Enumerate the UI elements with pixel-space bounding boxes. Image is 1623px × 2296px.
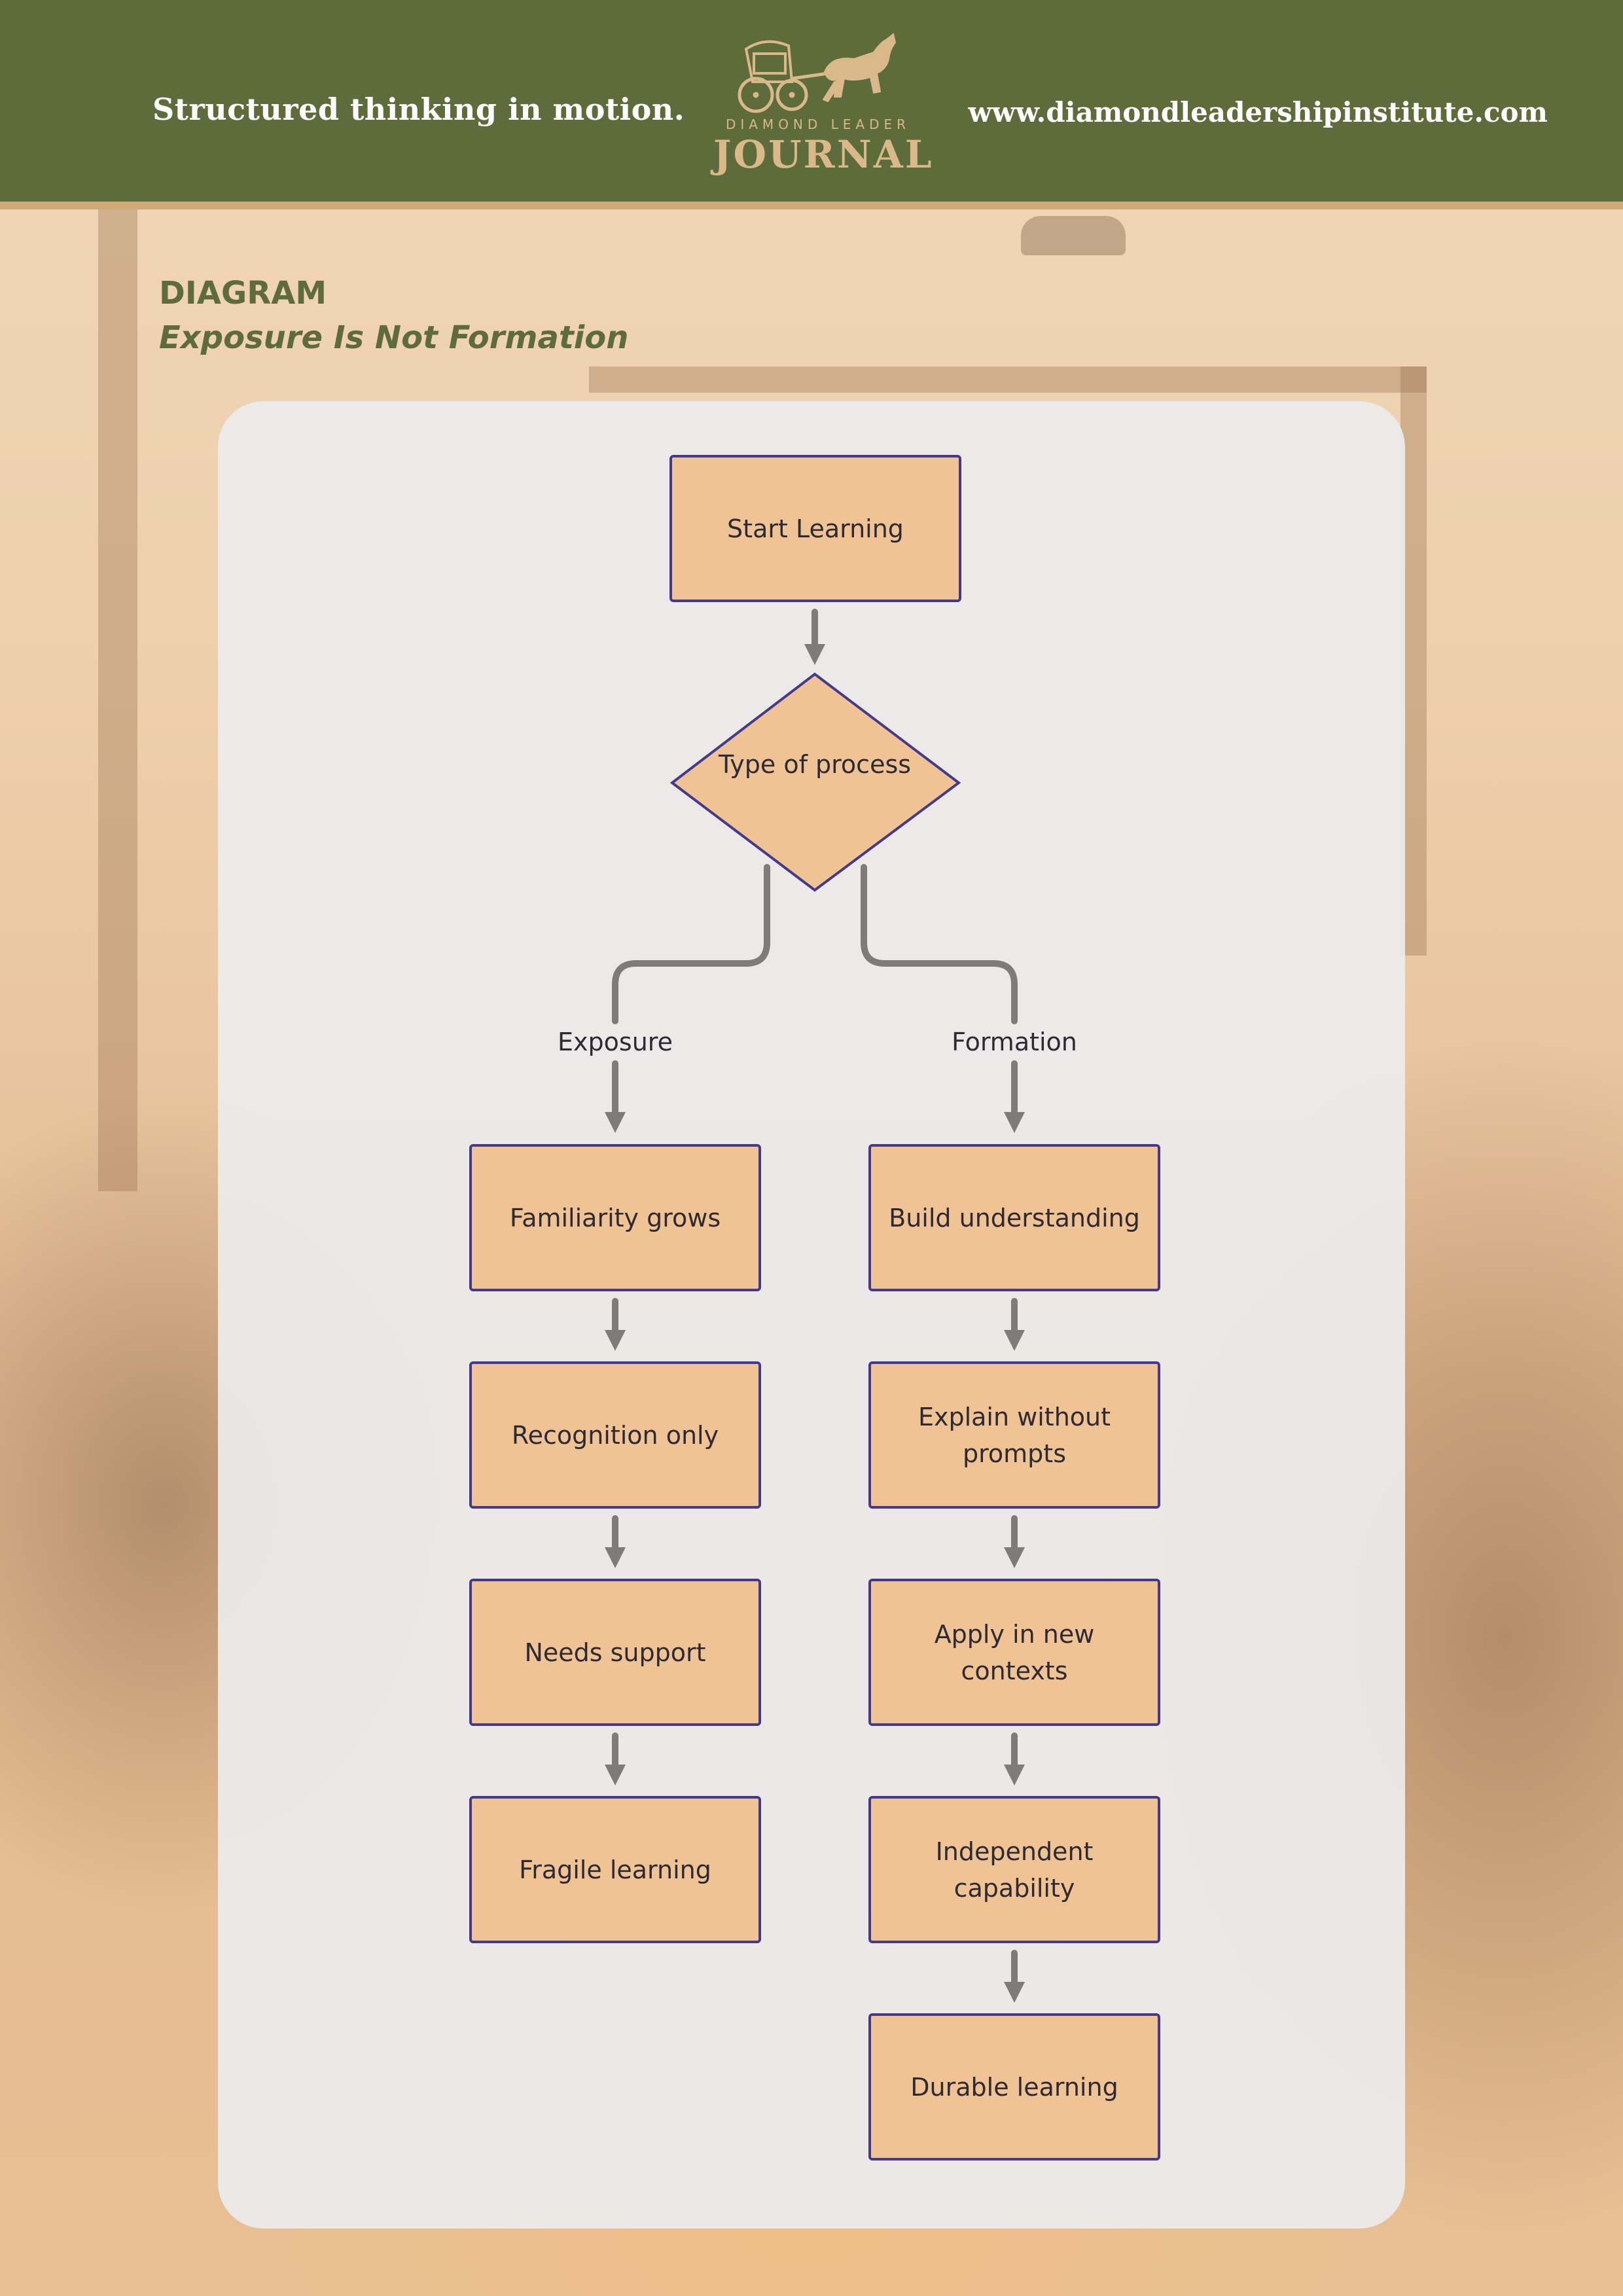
- exposure-step-familiarity: Familiarity grows: [469, 1144, 761, 1291]
- formation-step-independent: Independent capability: [868, 1796, 1160, 1943]
- exposure-step-recognition: Recognition only: [469, 1361, 761, 1509]
- decision-node-label: Type of process: [713, 746, 916, 783]
- exposure-step-fragile: Fragile learning: [469, 1796, 761, 1943]
- formation-step-durable: Durable learning: [868, 2013, 1160, 2161]
- branch-label-exposure: Exposure: [484, 1028, 746, 1056]
- formation-step-apply: Apply in new contexts: [868, 1579, 1160, 1726]
- formation-step-understanding: Build understanding: [868, 1144, 1160, 1291]
- formation-step-explain: Explain without prompts: [868, 1361, 1160, 1509]
- connector-to-exposure: [615, 867, 767, 1021]
- connector-to-formation: [864, 867, 1014, 1021]
- branch-label-formation: Formation: [883, 1028, 1145, 1056]
- exposure-step-support: Needs support: [469, 1579, 761, 1726]
- start-node: Start Learning: [669, 455, 961, 602]
